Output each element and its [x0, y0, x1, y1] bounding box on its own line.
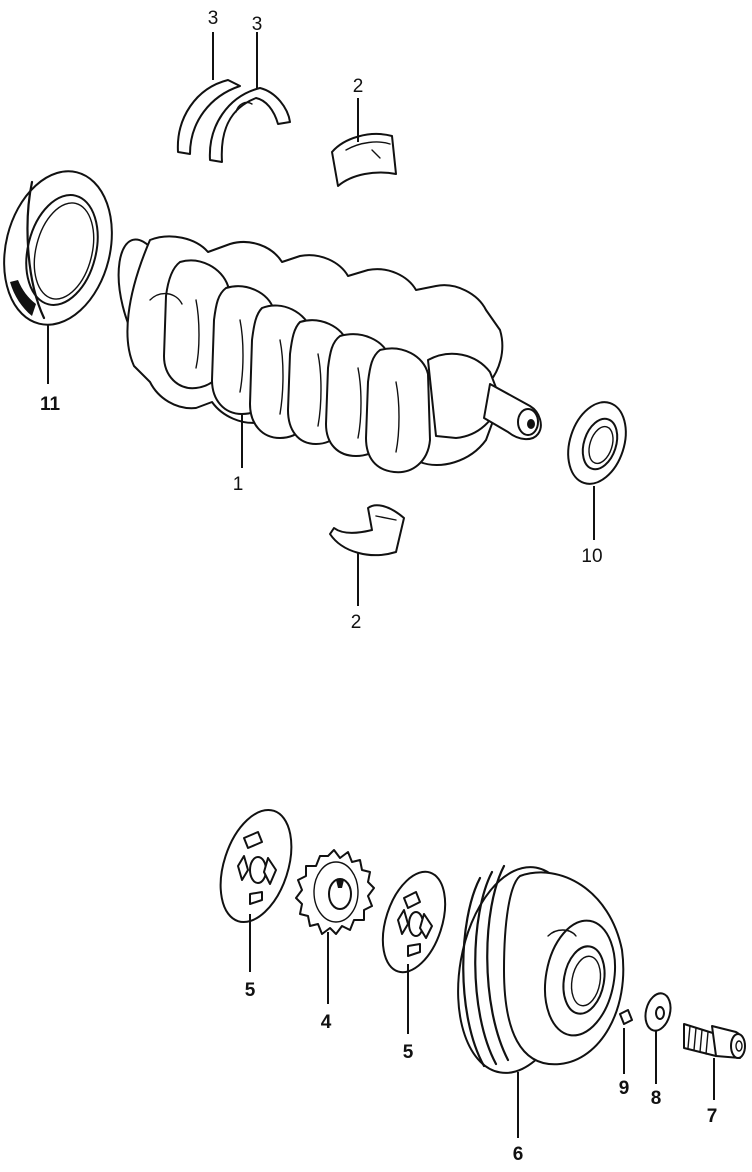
washer — [644, 992, 672, 1032]
front-oil-seal — [567, 401, 627, 485]
timing-gear — [295, 849, 375, 935]
label-timing-gear: 4 — [321, 1012, 332, 1033]
rear-oil-seal — [3, 170, 113, 326]
thrust-washer-a — [176, 79, 291, 163]
crankshaft-pulley — [457, 864, 625, 1074]
label-crankshaft: 1 — [233, 474, 244, 495]
label-thrust-washer-a: 3 — [208, 8, 219, 29]
label-guide-plate-a: 5 — [245, 980, 256, 1001]
main-bearing-upper — [331, 132, 397, 187]
leader-lines — [47, 32, 715, 1138]
label-washer: 8 — [651, 1088, 662, 1109]
label-main-bearing-upper: 2 — [353, 76, 364, 97]
label-main-bearing-lower: 2 — [351, 612, 362, 633]
label-pulley-bolt: 7 — [707, 1106, 718, 1127]
woodruff-key — [619, 1009, 633, 1025]
crankshaft — [117, 235, 542, 474]
label-thrust-washer-b: 3 — [252, 14, 263, 35]
guide-plate-a — [219, 808, 293, 924]
label-rear-oil-seal: 11 — [40, 394, 61, 415]
main-bearing-lower — [329, 504, 405, 557]
label-guide-plate-b: 5 — [403, 1042, 414, 1063]
label-key: 9 — [619, 1078, 630, 1099]
label-pulley: 6 — [513, 1144, 524, 1165]
label-front-oil-seal: 10 — [581, 546, 602, 567]
pulley-bolt — [683, 1023, 746, 1059]
guide-plate-b — [381, 870, 447, 974]
